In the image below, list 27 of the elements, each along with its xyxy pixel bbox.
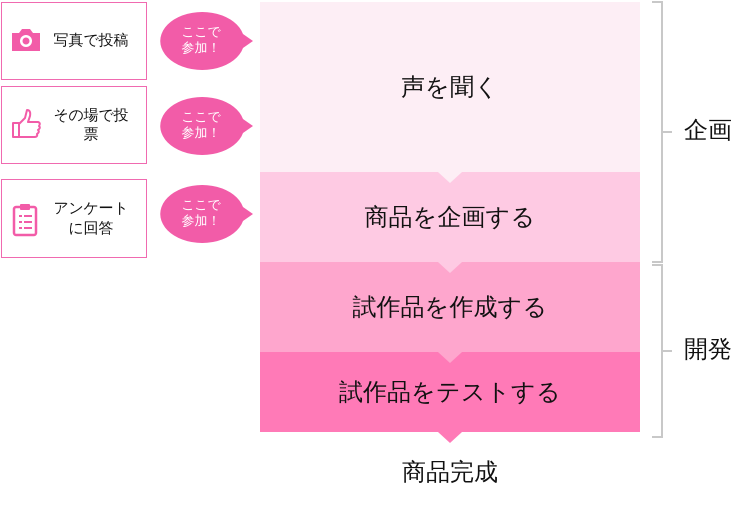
bubble-text: ここで参加！ (180, 25, 222, 57)
speech-bubble (159, 97, 253, 155)
stage-band (260, 2, 640, 172)
down-chevron (438, 352, 462, 363)
stage-label: 試作品をテストする (339, 377, 561, 408)
down-chevron (438, 432, 462, 443)
speech-bubble (159, 12, 253, 70)
phase-label: 開発 (684, 334, 732, 365)
stage-band (260, 172, 640, 262)
phase-label: 企画 (684, 115, 732, 146)
channel-box (1, 179, 147, 258)
stage-label: 試作品を作成する (352, 292, 548, 323)
down-chevron (438, 172, 462, 183)
speech-bubble (159, 185, 253, 243)
stage-label: 声を聞く (401, 72, 499, 103)
stage-band (260, 262, 640, 352)
bubble-text: ここで参加！ (180, 198, 222, 230)
channel-box (1, 86, 147, 164)
stage-band (260, 352, 640, 432)
result-text: 商品完成 (402, 457, 498, 488)
channel-label: 写真で投稿 (52, 31, 130, 51)
channel-label: その場で投票 (52, 106, 130, 144)
bubble-text: ここで参加！ (180, 110, 222, 142)
stage-label: 商品を企画する (364, 202, 536, 233)
channel-box (1, 2, 147, 80)
down-chevron (438, 262, 462, 273)
channel-label: アンケートに回答 (52, 199, 130, 238)
